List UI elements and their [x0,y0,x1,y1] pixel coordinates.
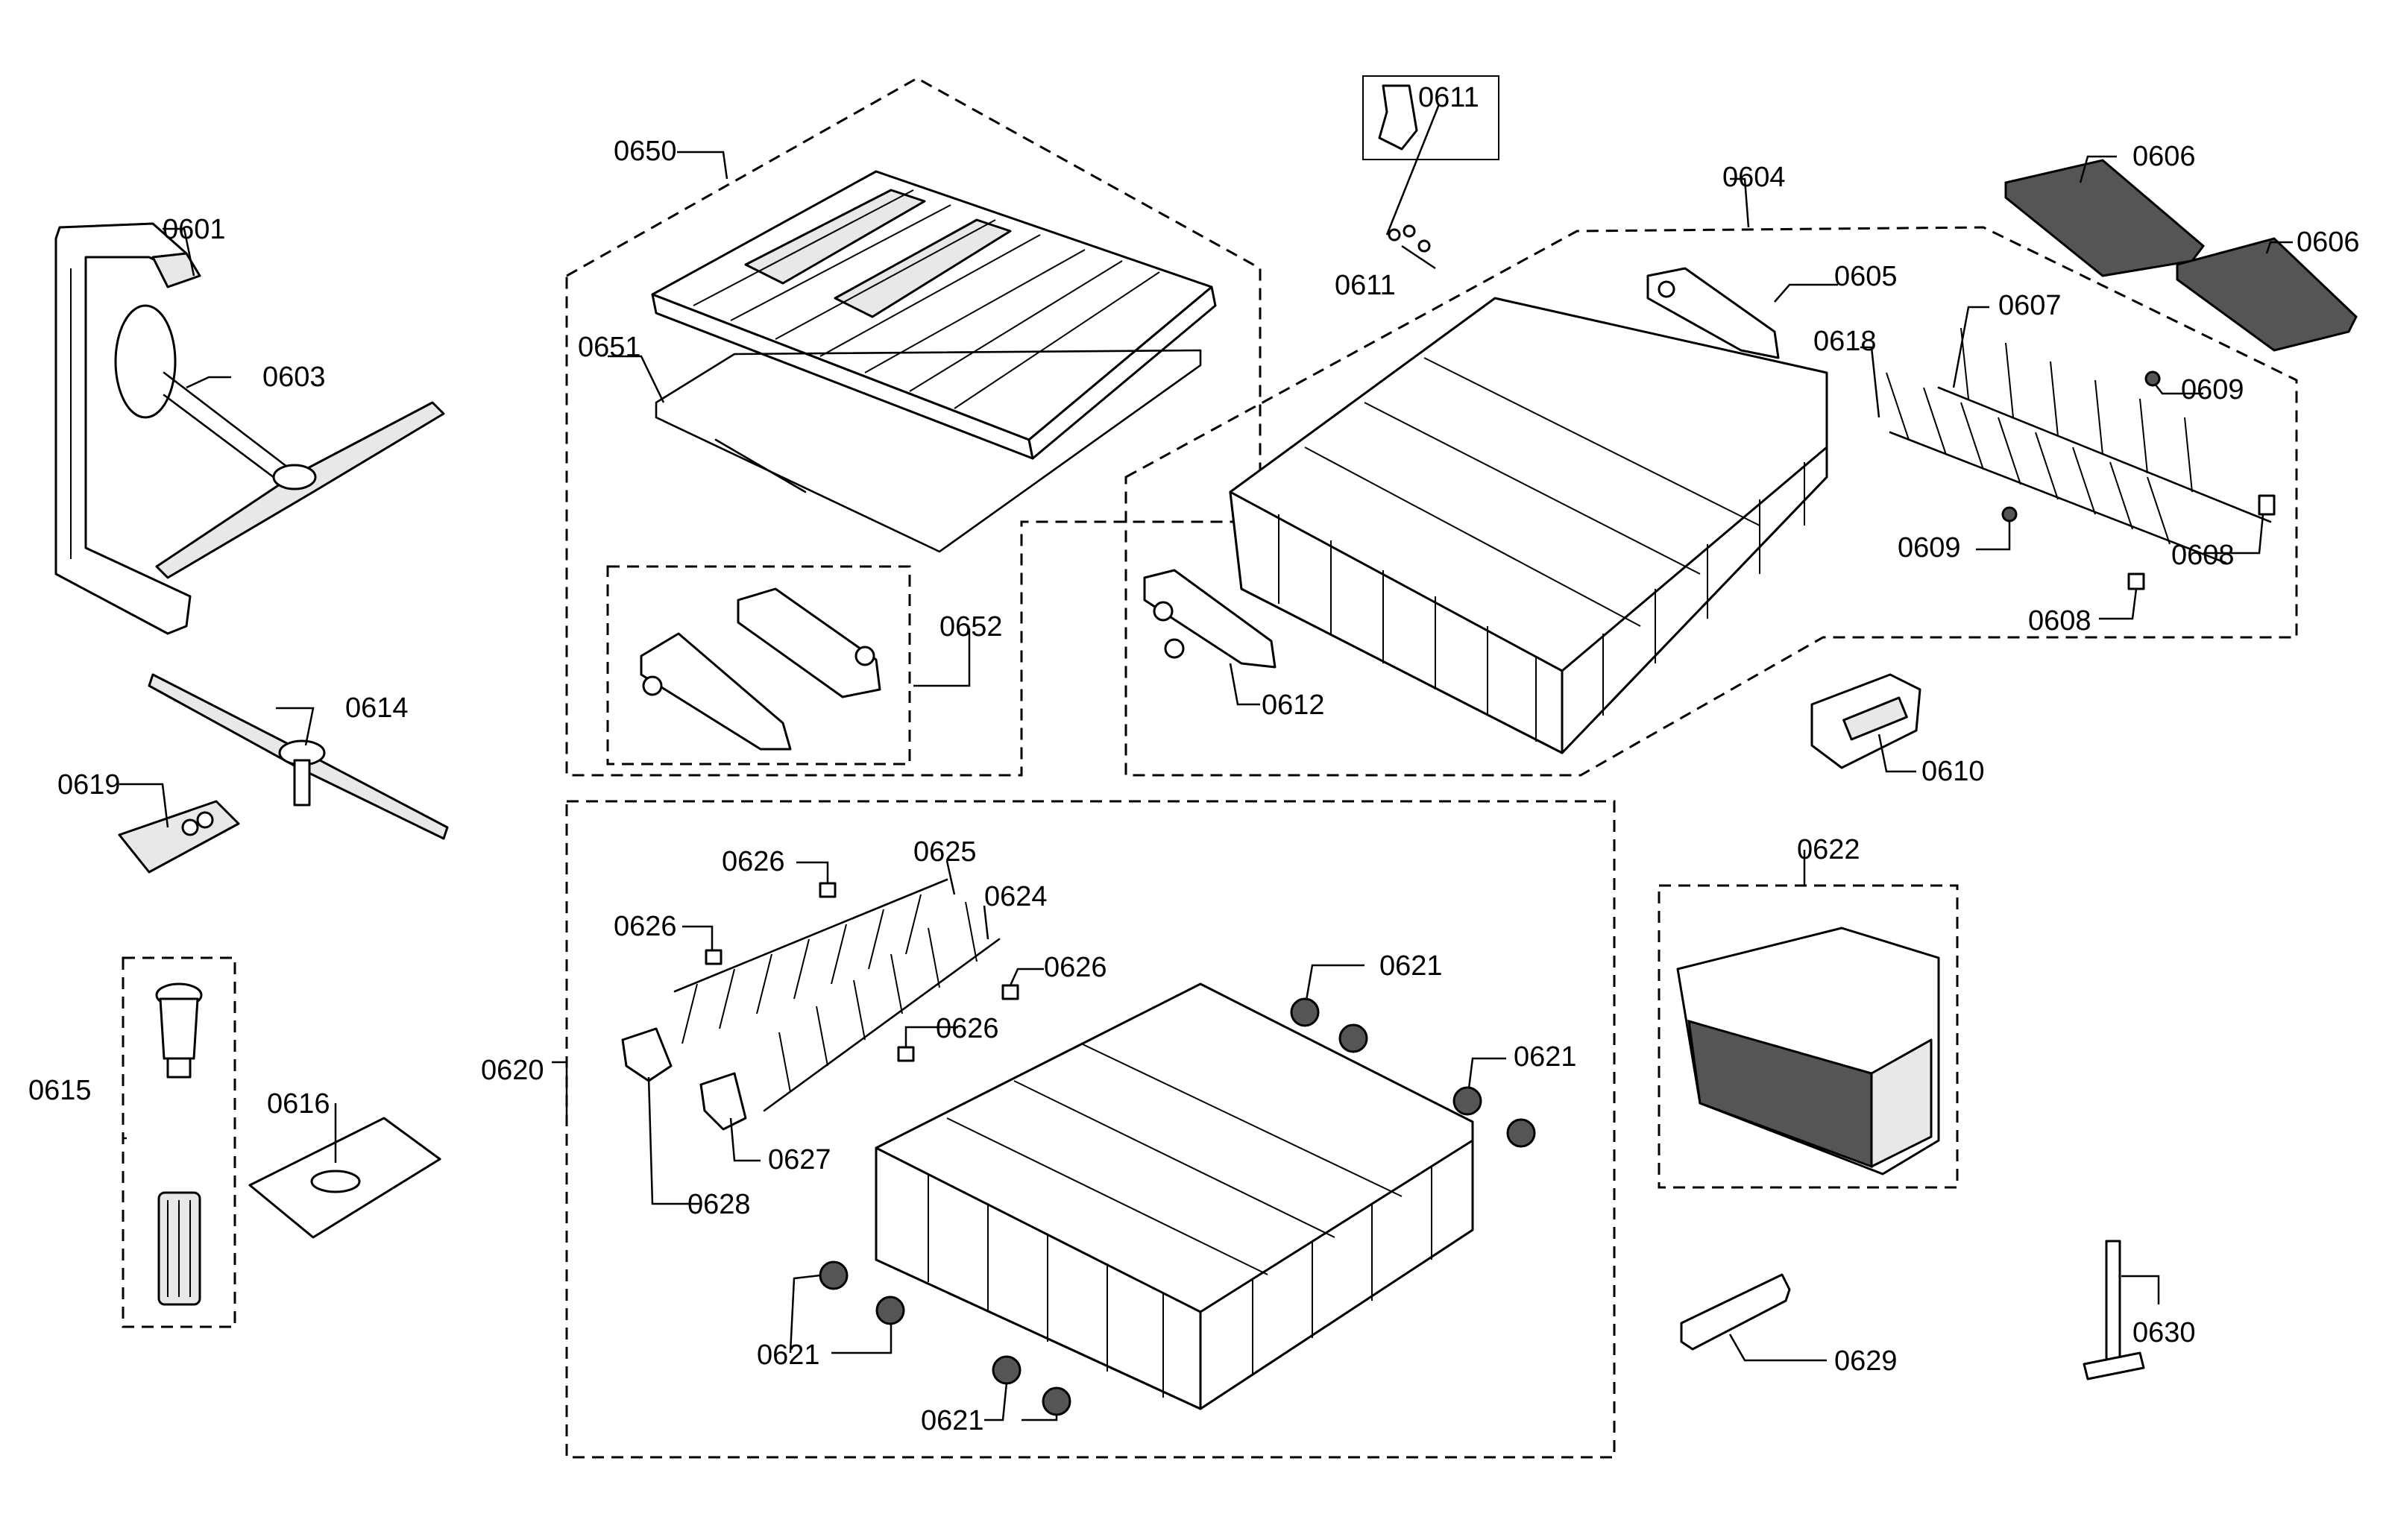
cutlery-basket-part [1676,927,1940,1175]
upper-spray-arm-part [114,304,445,579]
callout-0628: 0628 [687,1189,751,1220]
callout-0621-bottom: 0621 [921,1405,984,1436]
lower-folding-tines-part [673,878,1001,1112]
rack-handle-part [1810,673,1921,769]
callout-0608-bottom: 0608 [2028,605,2091,637]
group-0615-boundary [122,956,236,1328]
callout-0615: 0615 [28,1075,92,1106]
group-0620-boundary [565,800,1616,1459]
third-rack-tray-part [651,170,1217,460]
supply-pipe-part [54,222,201,635]
callout-0604: 0604 [1722,162,1786,193]
upper-basket-part [1229,297,1828,754]
tine-pins-part [705,882,1019,1062]
callout-0609-left: 0609 [1898,532,1961,564]
callout-0612: 0612 [1262,689,1325,721]
callout-0621-left: 0621 [757,1339,820,1371]
callout-0607: 0607 [1998,290,2062,321]
flat-filter-part [248,1117,441,1239]
folding-tines-part [1886,327,2272,564]
callout-0618: 0618 [1813,326,1877,357]
callout-0606-right: 0606 [2297,227,2360,258]
rack-adjuster-part [1646,267,1780,359]
group-boundaries [122,75,2298,1459]
group-0652-boundary [606,565,911,766]
callout-labels: 0601 0603 0614 0619 0615 0616 0650 0651 … [28,82,2360,1436]
rack-clip-part [1378,84,1431,253]
callout-0616: 0616 [267,1088,330,1120]
callout-0626-top: 0626 [722,846,785,877]
callout-0621-top: 0621 [1379,950,1443,982]
small-clips-part [2001,370,2276,590]
microfilter-part [155,982,203,1306]
callout-0626-right: 0626 [1044,952,1107,983]
callout-0603: 0603 [262,362,326,393]
callout-0601: 0601 [163,214,226,245]
group-0611-boundary [1362,75,1499,160]
slide-rail-part [640,587,881,751]
callout-0624: 0624 [984,881,1048,912]
callout-0651: 0651 [578,332,641,363]
leader-lines [119,104,2293,1421]
lower-spray-arm-part [148,673,449,840]
lower-basket-part [875,982,1474,1410]
callout-0629: 0629 [1834,1345,1898,1377]
group-0604-boundary [1124,226,2298,777]
parts [54,84,2358,1416]
callout-0611-top: 0611 [1418,82,1479,113]
tine-holders-part [621,1027,747,1131]
group-0622-boundary [1658,884,1959,1189]
callout-0608-right: 0608 [2171,540,2235,571]
callout-0627: 0627 [768,1144,831,1175]
callout-0606-top: 0606 [2132,141,2196,172]
callout-0626-middle: 0626 [936,1013,999,1044]
callout-0630: 0630 [2132,1317,2196,1348]
rating-plate-part [1680,1273,1791,1351]
tine-holder-pad-part [2004,159,2358,352]
callout-0622: 0622 [1797,834,1860,865]
callout-0611-bottom: 0611 [1335,270,1396,301]
callout-0625: 0625 [913,836,977,868]
callout-0652: 0652 [939,611,1003,643]
callout-0605: 0605 [1834,261,1898,292]
callout-0619: 0619 [57,769,121,801]
callout-0626-left: 0626 [614,911,677,942]
third-rack-frame-part [655,349,1202,553]
callout-0650: 0650 [614,136,677,167]
callout-0609-right: 0609 [2181,374,2244,405]
callout-0620: 0620 [481,1055,544,1086]
group-0650-boundary [565,77,1262,777]
rack-adjuster-left-part [1143,569,1277,669]
callout-0621-right: 0621 [1514,1041,1577,1073]
rack-stop-part [2083,1240,2145,1380]
callout-0614: 0614 [345,692,409,724]
callout-0610: 0610 [1921,756,1985,787]
filter-cover-part [118,800,240,874]
